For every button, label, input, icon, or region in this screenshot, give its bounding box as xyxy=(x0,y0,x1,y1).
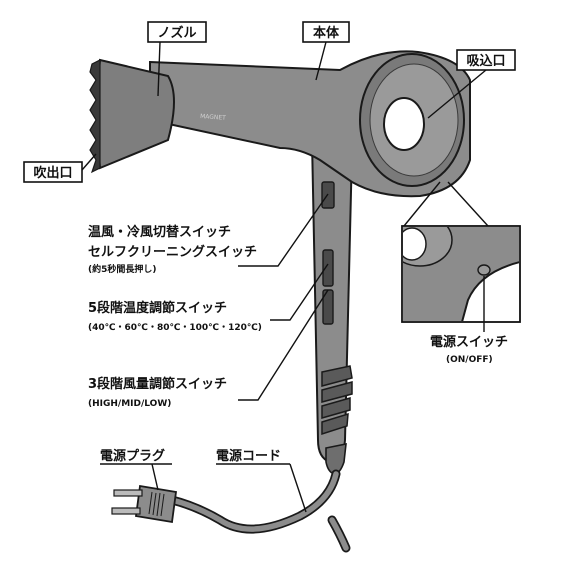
svg-text:(ON/OFF): (ON/OFF) xyxy=(446,355,493,365)
svg-text:3段階風量調節スイッチ: 3段階風量調節スイッチ xyxy=(88,376,227,392)
svg-text:電源スイッチ: 電源スイッチ xyxy=(430,334,508,350)
label-intake: 吸込口 xyxy=(427,49,516,119)
label-power-plug: 電源プラグ xyxy=(100,448,172,491)
label-power-switch: 電源スイッチ (ON/OFF) xyxy=(430,334,508,365)
plug-prongs xyxy=(111,489,143,515)
hair-dryer-illustration: MAGNET xyxy=(89,50,471,475)
nozzle-teeth xyxy=(89,59,101,174)
label-hot-cold-switch: 温風・冷風切替スイッチ セルフクリーニングスイッチ (約5秒間長押し) xyxy=(88,193,329,275)
power-cord xyxy=(167,469,341,534)
label-outlet: 吹出口 xyxy=(23,153,97,183)
label-nozzle: ノズル xyxy=(147,21,207,97)
svg-text:電源プラグ: 電源プラグ xyxy=(100,448,165,464)
power-plug xyxy=(134,484,178,524)
label-power-cord: 電源コード xyxy=(216,448,307,513)
svg-text:(40℃・60℃・80℃・100℃・120℃): (40℃・60℃・80℃・100℃・120℃) xyxy=(88,323,262,333)
power-switch-button[interactable] xyxy=(477,264,491,276)
power-switch-detail-inset xyxy=(401,181,521,332)
dryer-nozzle xyxy=(96,58,175,170)
svg-text:(約5秒間長押し): (約5秒間長押し) xyxy=(88,263,157,275)
svg-text:本体: 本体 xyxy=(313,25,340,41)
brand-mark: MAGNET xyxy=(200,113,227,122)
label-temp-switch: 5段階温度調節スイッチ (40℃・60℃・80℃・100℃・120℃) xyxy=(88,263,329,333)
svg-text:吸込口: 吸込口 xyxy=(466,53,505,69)
svg-text:(HIGH/MID/LOW): (HIGH/MID/LOW) xyxy=(88,399,171,409)
svg-text:温風・冷風切替スイッチ: 温風・冷風切替スイッチ xyxy=(88,224,231,240)
temp-switch[interactable] xyxy=(322,249,334,287)
svg-text:電源コード: 電源コード xyxy=(216,448,281,464)
svg-text:セルフクリーニングスイッチ: セルフクリーニングスイッチ xyxy=(88,244,257,260)
svg-text:ノズル: ノズル xyxy=(157,25,196,41)
intake-hole xyxy=(383,97,425,151)
label-body: 本体 xyxy=(302,21,350,81)
grip-ribs xyxy=(321,365,353,436)
svg-text:吹出口: 吹出口 xyxy=(33,165,72,181)
svg-text:5段階温度調節スイッチ: 5段階温度調節スイッチ xyxy=(88,300,227,316)
label-airflow-switch: 3段階風量調節スイッチ (HIGH/MID/LOW) xyxy=(88,289,329,409)
cord-protector xyxy=(325,443,347,475)
power-cord-and-plug xyxy=(111,469,351,553)
